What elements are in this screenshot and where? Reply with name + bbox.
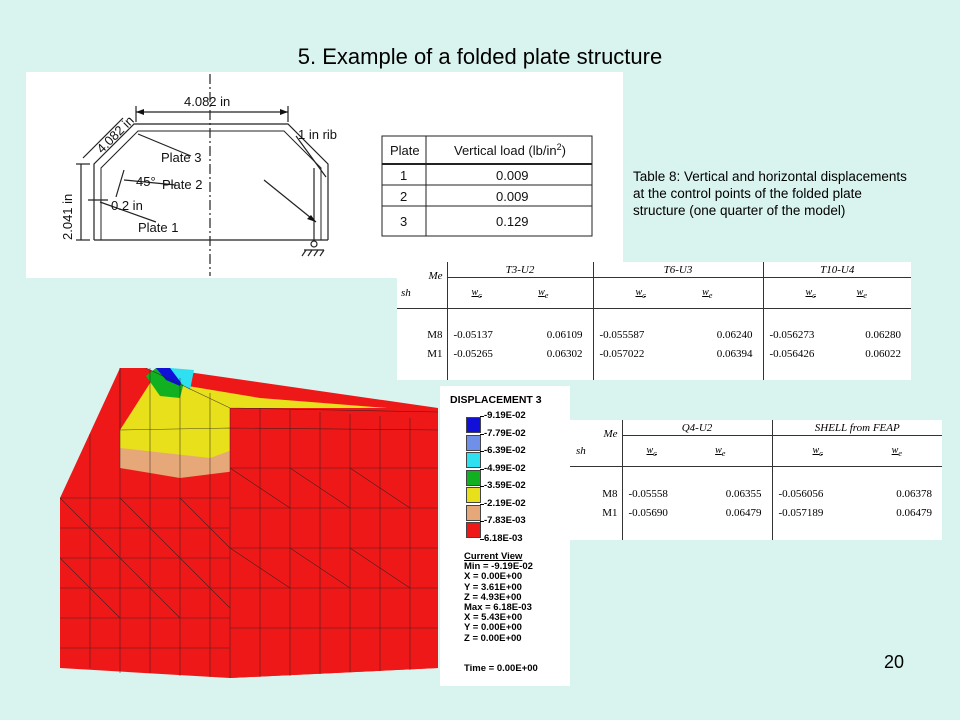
displacement-contour-plot	[59, 367, 439, 678]
cross-section-drawing: 4.082 in 4.082 in 2.041 in 0.2 in 45° 1 …	[60, 74, 593, 276]
load-table	[381, 135, 593, 237]
load-table-load-cell: 0.009	[496, 189, 529, 204]
legend-swatch	[466, 469, 481, 486]
load-table-plate-cell: 1	[400, 168, 407, 183]
mesh-cell: M8 M1	[570, 466, 623, 540]
dim-slant-label: 4.082 in	[94, 113, 137, 156]
legend-tick	[480, 486, 484, 487]
element-header: T3-U2	[447, 262, 594, 278]
legend-tick	[480, 503, 484, 505]
rib-label: 1 in rib	[298, 127, 337, 142]
legend-tick	[480, 451, 484, 452]
mesh-header: sh	[576, 445, 586, 457]
dim-angle-label: 45°	[136, 174, 156, 189]
legend-tick	[480, 521, 484, 522]
legend-swatch	[466, 417, 481, 433]
load-table-load-cell: 0.009	[496, 168, 529, 183]
legend-tick	[480, 433, 484, 435]
load-table-header-plate: Plate	[390, 143, 420, 158]
legend-tick	[480, 538, 484, 540]
mesh-header: Me	[603, 428, 618, 440]
load-table-plate-cell: 2	[400, 189, 407, 204]
table-caption: Table 8: Vertical and horizontal displac…	[633, 169, 907, 218]
mesh-header: Me	[428, 270, 443, 282]
legend-swatch	[466, 452, 481, 468]
mesh-plot	[59, 367, 439, 678]
legend-value: -7.83E-03	[484, 515, 526, 526]
legend-time: Time = 0.00E+00	[464, 663, 538, 674]
element-header: T10-U4	[763, 262, 911, 278]
dim-height-label: 2.041 in	[60, 194, 75, 240]
element-header: Q4-U2	[622, 420, 773, 436]
load-table-header-load: Vertical load (lb/in2)	[454, 142, 566, 158]
legend-tick	[480, 468, 484, 470]
plate-1-label: Plate 1	[138, 220, 178, 235]
mesh-header: sh	[401, 287, 411, 299]
legend-title: DISPLACEMENT 3	[450, 394, 542, 406]
legend-value: -7.79E-02	[484, 427, 526, 439]
plate-3-label: Plate 3	[161, 150, 201, 165]
legend-tick	[480, 416, 484, 417]
element-header: T6-U3	[593, 262, 764, 278]
legend-swatch	[466, 504, 481, 521]
element-header: SHELL from FEAP	[772, 420, 942, 436]
legend-value: -3.59E-02	[484, 480, 526, 491]
legend-swatch	[466, 522, 481, 538]
legend-value: 6.18E-03	[484, 532, 523, 544]
load-table-plate-cell: 3	[400, 214, 407, 229]
page-number: 20	[884, 652, 905, 672]
legend-value: -2.19E-02	[484, 497, 526, 509]
dim-top-label: 4.082 in	[184, 94, 230, 109]
displacement-legend: DISPLACEMENT 3 -9.19E-02 -7.79E-02 -6.39E-…	[440, 386, 570, 686]
legend-value: -9.19E-02	[484, 410, 526, 421]
legend-value: -6.39E-02	[484, 445, 526, 456]
plate-2-label: Plate 2	[162, 177, 202, 192]
mesh-cell: M8 M1	[397, 308, 448, 380]
load-table-load-cell: 0.129	[496, 214, 529, 229]
legend-value: -4.99E-02	[484, 462, 526, 474]
cross-section-figure: 4.082 in 4.082 in 2.041 in 0.2 in 45° 1 …	[26, 72, 623, 278]
legend-swatch	[466, 487, 481, 503]
slide-title: 5. Example of a folded plate structure	[297, 44, 663, 69]
legend-swatch	[466, 434, 481, 451]
legend-info: Current View Min = -9.19E-02 X = 0.00E+0…	[464, 551, 533, 644]
dim-thickness-label: 0.2 in	[111, 198, 143, 213]
